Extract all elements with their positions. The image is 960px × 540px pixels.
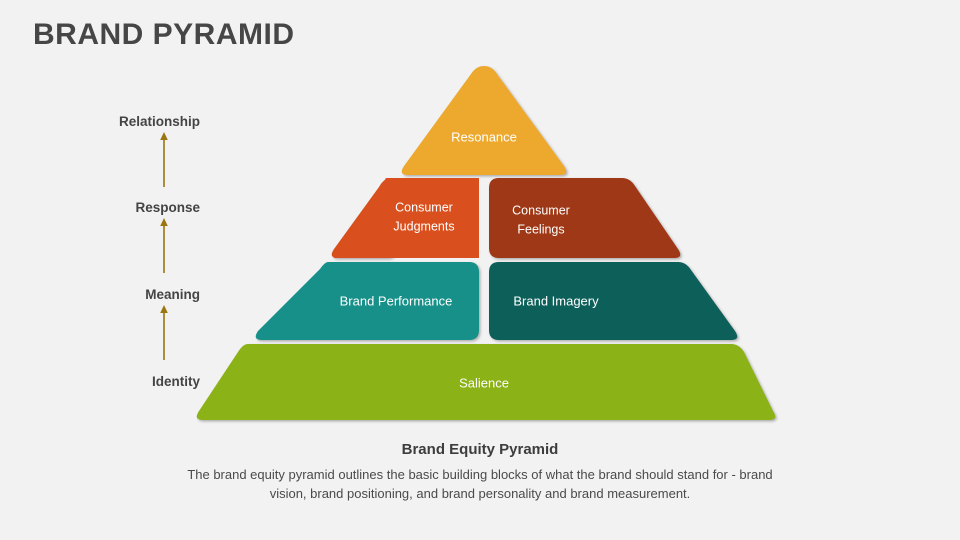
stage-label-identity: Identity — [151, 374, 200, 389]
pyramid-block-salience-label: Salience — [459, 375, 509, 390]
pyramid-block-consumer-feelings[interactable]: Consumer Feelings — [489, 178, 681, 258]
pyramid-block-brand-performance[interactable]: Brand Performance — [255, 262, 479, 340]
pyramid-block-consumer-feelings-label-line2: Feelings — [517, 222, 564, 236]
pyramid-block-consumer-judgments-label-line1: Consumer — [395, 200, 453, 214]
pyramid-block-salience[interactable]: Salience — [196, 344, 776, 420]
pyramid-block-consumer-judgments-label-line2: Judgments — [393, 219, 454, 233]
caption-title: Brand Equity Pyramid — [401, 441, 559, 458]
pyramid-block-resonance[interactable]: Resonance — [401, 66, 567, 175]
stage-label-relationship: Relationship — [118, 114, 200, 129]
caption-body: The brand equity pyramid outlines the ba… — [187, 467, 773, 501]
stage-arrow-response-to-relationship — [160, 132, 168, 187]
pyramid-block-resonance-label: Resonance — [451, 129, 517, 144]
pyramid-block-consumer-feelings-label-line1: Consumer — [512, 203, 570, 217]
stage-arrow-meaning-to-response — [160, 218, 168, 273]
pyramid-block-brand-performance-label: Brand Performance — [340, 293, 453, 308]
stage-arrow-identity-to-meaning — [160, 305, 168, 360]
stage-label-response: Response — [135, 200, 200, 215]
pyramid-block-brand-imagery[interactable]: Brand Imagery — [489, 262, 738, 340]
pyramid-block-consumer-judgments[interactable]: Consumer Judgments — [331, 178, 479, 258]
pyramid-block-brand-imagery-label: Brand Imagery — [513, 293, 599, 308]
page-title: BRAND PYRAMID — [33, 18, 295, 51]
stage-label-meaning: Meaning — [145, 287, 200, 302]
